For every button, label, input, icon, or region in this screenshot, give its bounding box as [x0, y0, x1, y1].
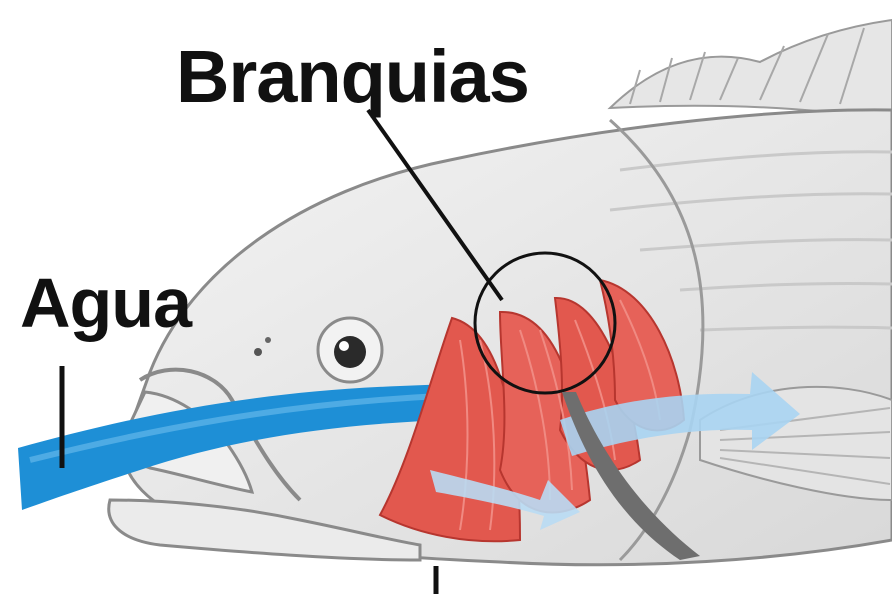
- branquias-label: Branquias: [176, 40, 529, 114]
- fish-nostril-2: [265, 337, 271, 343]
- fish-nostril: [254, 348, 262, 356]
- fish-eye: [318, 318, 382, 382]
- agua-label: Agua: [20, 268, 191, 338]
